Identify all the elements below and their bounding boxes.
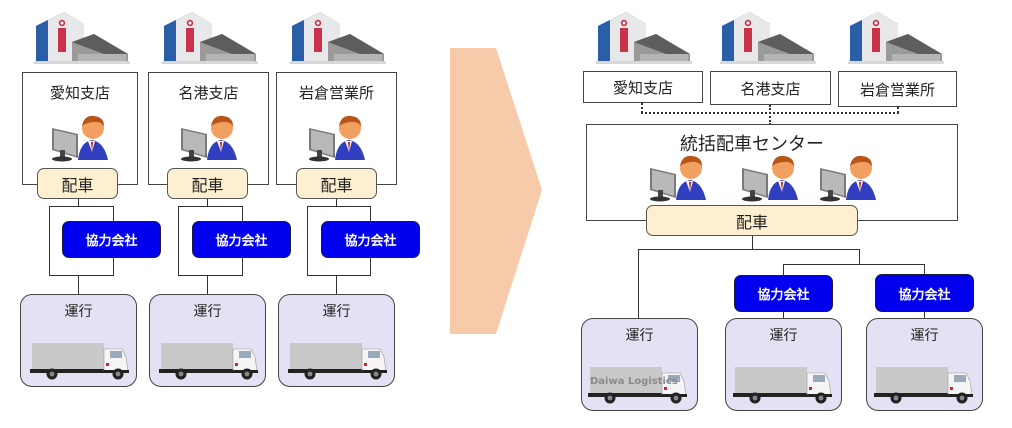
connector-line	[783, 264, 785, 276]
after-branch-aichi: 愛知支店	[583, 71, 703, 103]
connector-line	[78, 275, 80, 295]
partner-company-box: 協力会社	[875, 274, 974, 312]
info-link-line	[897, 107, 899, 113]
branch-name: 愛知支店	[49, 84, 110, 102]
operation-box: 運行	[20, 294, 137, 387]
connector-line	[924, 264, 926, 275]
branch-name: 岩倉営業所	[859, 81, 935, 99]
truck-icon	[30, 341, 130, 381]
partner-company-box: 協力会社	[734, 275, 833, 312]
operation-box: 運行	[149, 294, 266, 387]
dispatcher-icon	[48, 112, 112, 162]
branch-box: 愛知支店	[22, 72, 138, 185]
connector-line	[207, 199, 209, 207]
branch-name: 名港支店	[740, 80, 801, 98]
connector-line	[638, 249, 640, 319]
dispatcher-icon	[177, 112, 241, 162]
warehouse-icon	[720, 12, 816, 64]
truck-icon	[733, 365, 833, 405]
connector-line	[336, 275, 338, 295]
partner-company-box: 協力会社	[62, 221, 161, 258]
branch-name: 愛知支店	[612, 79, 673, 97]
connector-line	[859, 249, 861, 265]
branch-name: 名港支店	[178, 84, 239, 102]
truck-icon	[288, 341, 388, 381]
operation-label: 運行	[910, 328, 939, 344]
dispatcher-icon	[738, 152, 802, 202]
dispatcher-icon	[816, 152, 880, 202]
partner-company-box: 協力会社	[192, 221, 291, 258]
dispatcher-icon	[646, 152, 710, 202]
connector-line	[924, 311, 926, 319]
truck-branding: Daiwa Logistics	[590, 376, 678, 387]
operation-label: 運行	[64, 304, 93, 320]
info-link-line	[641, 112, 899, 114]
info-link-line	[641, 103, 643, 113]
central-dispatch-center: 統括配車センター	[586, 124, 958, 221]
operation-label: 運行	[193, 304, 222, 320]
truck-icon	[159, 341, 259, 381]
connector-line	[336, 199, 338, 207]
operation-box-partner: 運行	[725, 318, 842, 411]
branch-name: 岩倉営業所	[298, 84, 374, 102]
dispatcher-icon	[305, 112, 369, 162]
dispatch-box: 配車	[37, 168, 118, 199]
operation-box: 運行	[278, 294, 395, 387]
warehouse-icon	[162, 12, 258, 64]
branch-box: 名港支店	[148, 72, 269, 185]
truck-icon	[874, 365, 974, 405]
connector-line	[783, 264, 925, 266]
operation-box-partner: 運行	[866, 318, 983, 411]
info-link-line	[769, 105, 771, 125]
center-title: 統括配車センター	[680, 134, 824, 155]
dispatch-box: 配車	[296, 168, 377, 199]
connector-line	[752, 236, 754, 250]
warehouse-icon	[596, 12, 692, 64]
after-branch-iwakura: 岩倉営業所	[838, 71, 957, 107]
connector-line	[207, 275, 209, 295]
operation-label: 運行	[322, 304, 351, 320]
warehouse-icon	[290, 12, 386, 64]
branch-box: 岩倉営業所	[276, 72, 397, 185]
connector-line	[638, 249, 860, 251]
connector-line	[78, 199, 80, 207]
dispatch-box: 配車	[646, 205, 858, 236]
partner-company-box: 協力会社	[321, 221, 420, 258]
connector-line	[783, 311, 785, 319]
operation-box-direct: 運行 Daiwa Logistics	[581, 318, 698, 411]
chevron-right-arrow-icon	[450, 48, 542, 334]
after-branch-meiko: 名港支店	[710, 71, 831, 105]
warehouse-icon	[34, 12, 130, 64]
operation-label: 運行	[625, 328, 654, 344]
warehouse-icon	[848, 12, 944, 64]
dispatch-box: 配車	[167, 168, 248, 199]
operation-label: 運行	[769, 328, 798, 344]
